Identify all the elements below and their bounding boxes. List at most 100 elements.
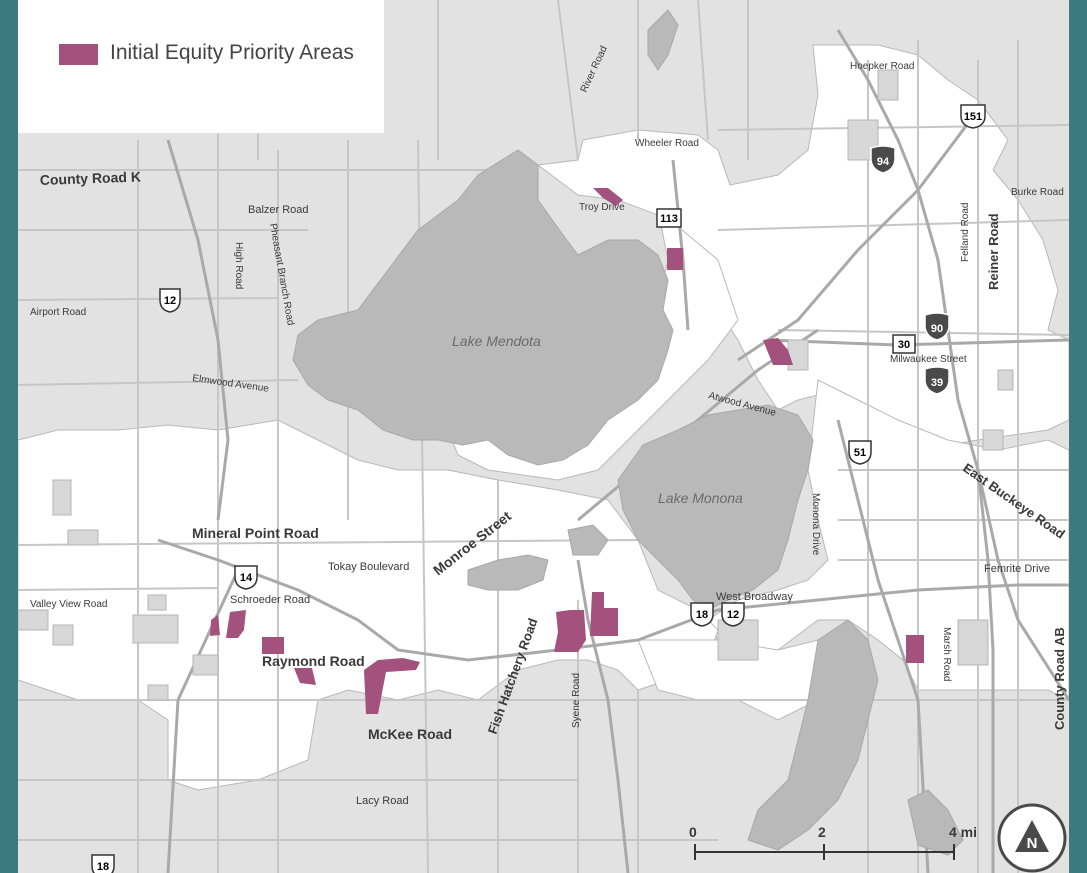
lake-mendota — [292, 149, 674, 466]
wi113-label: 113 — [660, 213, 678, 225]
parcel — [957, 619, 989, 666]
lake-monona-label: Lake Monona — [658, 490, 743, 506]
us-12-west — [166, 139, 230, 521]
parcel — [147, 594, 167, 611]
high-road-label: High Road — [233, 242, 244, 289]
us-highway-shield-icon: 12 — [159, 288, 181, 313]
fish-hatchery — [576, 559, 630, 873]
scale-tick-4: 4 mi — [949, 824, 977, 840]
us18-label: 18 — [696, 609, 708, 621]
county-road-k-label: County Road K — [40, 168, 142, 188]
syene-road-label: Syene Road — [571, 673, 582, 728]
wheeler-road-label: Wheeler Road — [635, 138, 699, 149]
us-highway-shield-icon: 18 — [690, 602, 714, 627]
felland-road-label: Felland Road — [960, 203, 971, 262]
lake-mendota-label: Lake Mendota — [452, 333, 541, 349]
west-broadway-label: West Broadway — [716, 591, 793, 603]
troy-drive-label: Troy Drive — [579, 202, 625, 213]
pond-west-monona — [567, 524, 609, 556]
cherokee-marsh — [647, 9, 679, 71]
us18-sw-label: 18 — [97, 861, 109, 873]
us12-label: 12 — [727, 609, 739, 621]
priority-area-east-wash — [763, 338, 793, 365]
county-road-ab-label: County Road AB — [1052, 627, 1067, 730]
hoepker-road-label: Hoepker Road — [850, 61, 914, 72]
parcel — [787, 339, 809, 371]
parcel — [192, 654, 219, 676]
parcel — [717, 619, 759, 661]
pheasant-branch-road-label: Pheasant Branch Road — [267, 223, 296, 327]
state-highway-shield-icon: 113 — [656, 208, 682, 228]
reiner-road-label: Reiner Road — [986, 213, 1001, 290]
priority-area-mckee — [364, 658, 420, 714]
lacy-road-label: Lacy Road — [356, 795, 409, 807]
burke-road-label: Burke Road — [1011, 187, 1064, 198]
water-bodies — [292, 9, 964, 856]
airport-road-label: Airport Road — [30, 307, 86, 318]
priority-area-southeast — [906, 635, 924, 663]
map-frame: Lake Mendota Lake Monona County Road K B… — [18, 0, 1069, 873]
monona-drive-label: Monona Drive — [810, 493, 821, 556]
lake-monona — [617, 404, 814, 611]
priority-area-fish-hatchery-2 — [590, 592, 618, 636]
priority-area-fish-hatchery-1 — [554, 610, 586, 652]
legend-label: Initial Equity Priority Areas — [110, 41, 354, 64]
femrite-drive-label: Femrite Drive — [984, 563, 1050, 575]
elmwood-avenue-label: Elmwood Avenue — [192, 373, 270, 395]
priority-area-troy-drive — [593, 188, 623, 206]
raymond-road-label: Raymond Road — [262, 653, 365, 669]
us-highway-shield-icon: 14 — [234, 565, 258, 590]
lake-waubesa — [747, 619, 879, 851]
mckee-road-label: McKee Road — [368, 726, 452, 742]
us-151 — [737, 109, 980, 362]
us-51-south — [836, 419, 930, 873]
lake-wingra — [467, 554, 549, 591]
equity-priority-areas — [210, 188, 924, 714]
priority-area-raymond-2 — [294, 668, 316, 685]
scale-bar: 0 2 4 mi — [689, 824, 977, 860]
scale-tick-2: 2 — [818, 824, 826, 840]
us14-label: 14 — [240, 572, 253, 584]
parcel — [18, 609, 49, 631]
valley-view-road-label: Valley View Road — [30, 599, 107, 610]
i39-label: 39 — [931, 377, 943, 389]
pond-south — [907, 789, 964, 856]
north-arrow-icon: N — [997, 803, 1067, 873]
interstate-shield-icon: 39 — [924, 366, 950, 395]
interstate-shield-icon: 90 — [924, 312, 950, 341]
schroeder-road-label: Schroeder Road — [230, 594, 310, 606]
i94-label: 94 — [877, 156, 890, 168]
legend-swatch — [59, 44, 98, 65]
priority-area-raymond-1 — [262, 637, 284, 654]
tokay-boulevard-label: Tokay Boulevard — [328, 561, 409, 573]
priority-area-north-113 — [667, 248, 683, 270]
us12-west-label: 12 — [164, 295, 176, 307]
priority-area-schroeder-2 — [226, 610, 246, 638]
us-highway-shield-icon: 151 — [960, 104, 986, 129]
us-highway-shield-icon: 51 — [848, 440, 872, 465]
us51-label: 51 — [854, 447, 866, 459]
priority-area-schroeder-1 — [210, 615, 220, 636]
southeast-ramp — [976, 469, 995, 873]
route-shields: 12 14 18 18 12 151 51 113 — [91, 104, 986, 873]
parcel — [877, 69, 899, 101]
parcel — [997, 369, 1014, 391]
parcel — [52, 479, 72, 516]
i90-label: 90 — [931, 323, 943, 335]
us-14 — [166, 569, 240, 873]
interstate-shield-icon: 94 — [870, 145, 896, 174]
parcel — [982, 429, 1004, 451]
north-arrow-label: N — [1027, 835, 1038, 852]
parcel — [67, 529, 99, 546]
road-grid-west-1 — [18, 130, 1069, 873]
state-highway-shield-icon: 30 — [892, 334, 916, 354]
scale-tick-0: 0 — [689, 824, 697, 840]
map-canvas[interactable]: Lake Mendota Lake Monona County Road K B… — [18, 0, 1069, 873]
river-road-label: River Road — [579, 44, 610, 94]
us151-label: 151 — [964, 111, 982, 123]
marsh-road-label: Marsh Road — [941, 627, 952, 681]
parcel — [132, 614, 179, 644]
us-highway-shield-icon: 12 — [721, 602, 745, 627]
milwaukee-street-label: Milwaukee Street — [890, 354, 967, 365]
balzer-road-label: Balzer Road — [248, 204, 309, 216]
